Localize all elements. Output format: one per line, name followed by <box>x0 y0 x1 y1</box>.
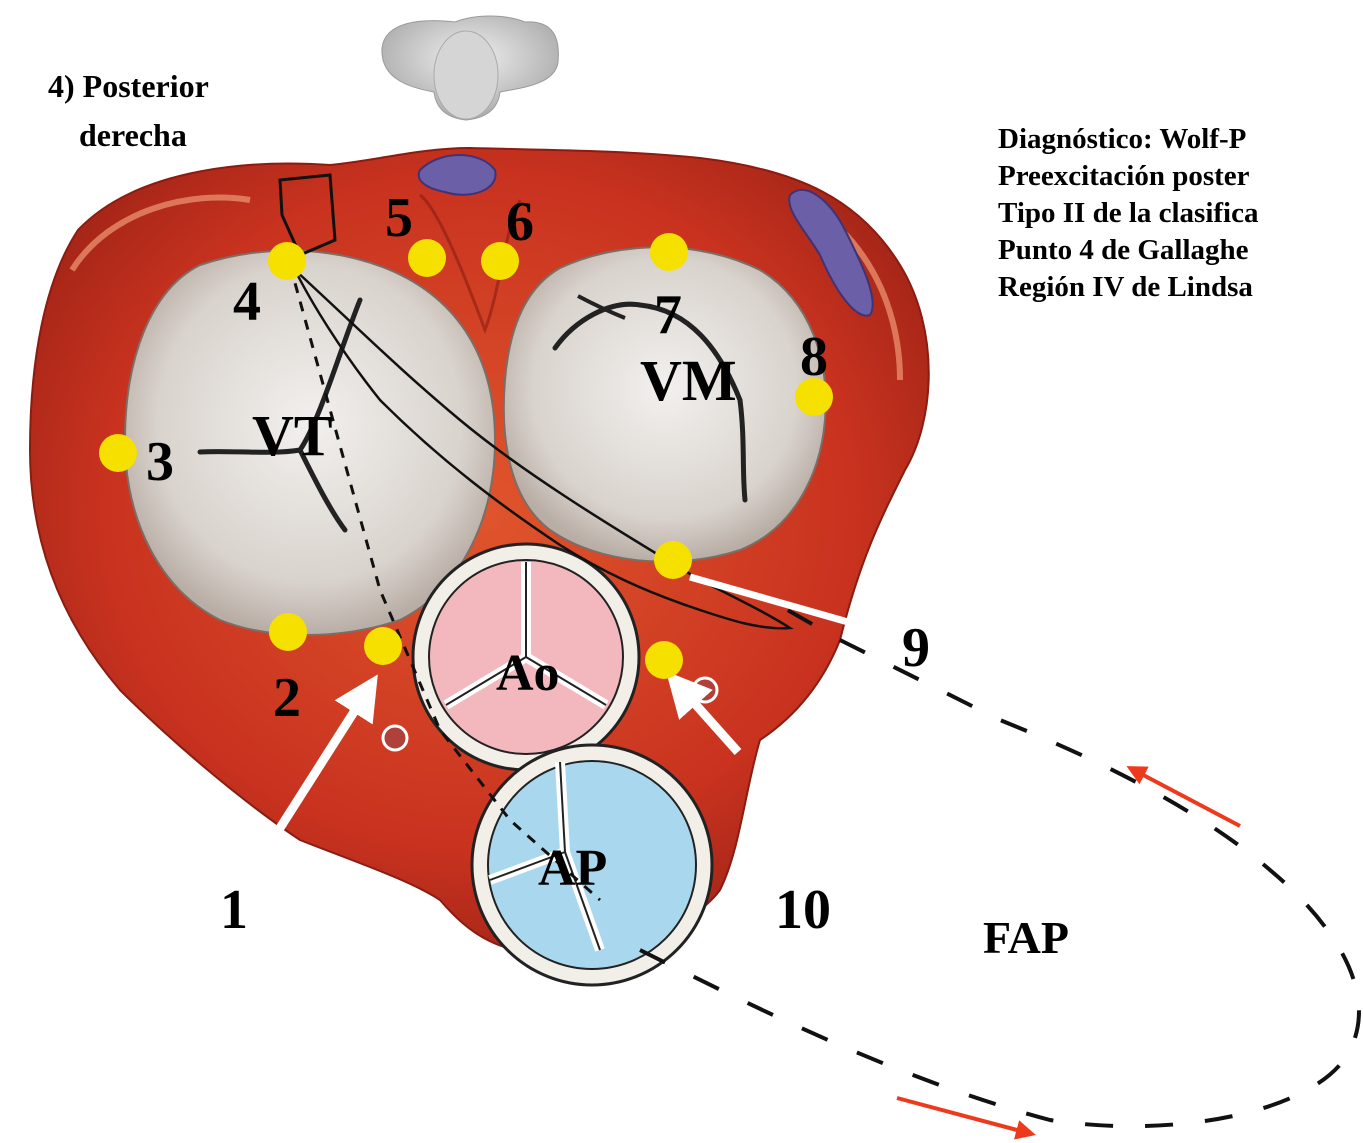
marker-10 <box>645 641 683 679</box>
marker-4 <box>268 242 306 280</box>
heart-orientation-icon <box>382 16 558 120</box>
catheter-label-fap: FAP <box>983 912 1069 963</box>
point-label-8: 8 <box>800 326 828 388</box>
marker-5 <box>408 239 446 277</box>
point-label-6: 6 <box>506 191 534 253</box>
point-label-5: 5 <box>385 187 413 249</box>
marker-9 <box>654 541 692 579</box>
heart-section <box>30 148 929 985</box>
point-label-10: 10 <box>775 879 831 941</box>
marker-3 <box>99 434 137 472</box>
valve-label-vm: VM <box>640 348 737 413</box>
point-label-2: 2 <box>273 667 301 729</box>
marker-1 <box>364 627 402 665</box>
diagnosis-line-4: Punto 4 de Gallaghe <box>998 232 1363 269</box>
diagnosis-line-3: Tipo II de la clasifica <box>998 195 1363 232</box>
view-label-line-2: derecha <box>79 117 187 153</box>
diagnosis-text: Diagnóstico: Wolf-P Preexcitación poster… <box>998 121 1363 306</box>
point-label-9: 9 <box>902 617 930 679</box>
valve-label-ap: AP <box>538 840 607 897</box>
view-label-line-1: 4) Posterior <box>48 68 209 104</box>
valve-label-ao: Ao <box>496 645 560 702</box>
point-label-7: 7 <box>654 284 682 346</box>
point-label-4: 4 <box>233 271 261 333</box>
diagnosis-line-1: Diagnóstico: Wolf-P <box>998 121 1363 158</box>
marker-2 <box>269 613 307 651</box>
red-arrow-lower <box>897 1098 1032 1134</box>
marker-7 <box>650 233 688 271</box>
red-arrow-upper <box>1130 768 1240 826</box>
diagnosis-line-2: Preexcitación poster <box>998 158 1363 195</box>
diagnosis-line-5: Región IV de Lindsa <box>998 269 1363 306</box>
point-label-1: 1 <box>220 879 248 941</box>
valve-label-vt: VT <box>252 403 333 468</box>
point-label-3: 3 <box>146 431 174 493</box>
